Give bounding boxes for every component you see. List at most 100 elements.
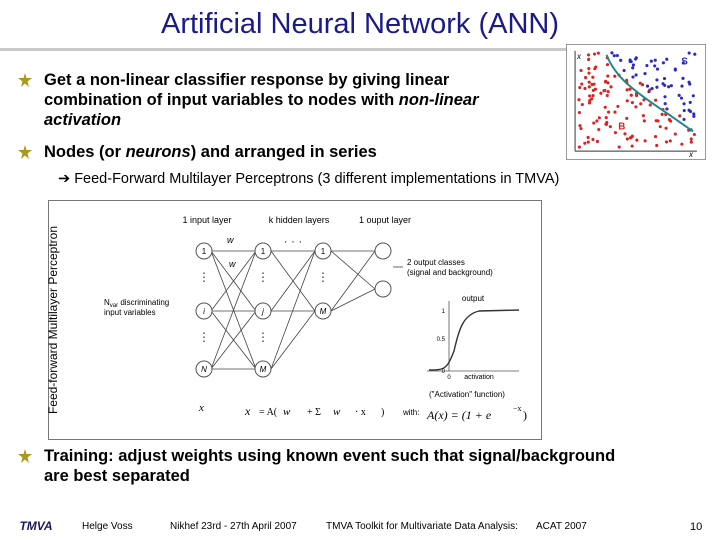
hidden-node-m1 (254, 360, 272, 378)
scatter-point-background (605, 63, 610, 67)
scatter-point-signal (610, 51, 614, 55)
scatter-point-signal (662, 76, 667, 81)
scatter-point-background (577, 98, 581, 102)
title-rule (0, 48, 600, 51)
bullet-star-icon (18, 449, 32, 463)
scatter-point-background (641, 114, 645, 118)
hidden2-node-mk (314, 302, 332, 320)
scatter-point-background (648, 88, 652, 92)
scatter-point-signal (687, 80, 691, 84)
scatter-point-signal (682, 108, 686, 113)
scatter-point-background (597, 116, 601, 120)
scatter-point-signal (634, 73, 638, 77)
scatter-point-background (613, 131, 618, 135)
scatter-point-background (625, 116, 629, 120)
hidden-node-1-label: 1 (261, 247, 266, 256)
input-node-n (195, 360, 213, 378)
scatter-point-background (630, 101, 634, 105)
scatter-plot-s-vs-b: x x S B (566, 44, 706, 160)
scatter-point-signal (682, 117, 686, 121)
scatter-point-background (579, 68, 583, 73)
footer-dates: Nikhef 23rd - 27th April 2007 (170, 521, 297, 532)
scatter-point-background (613, 110, 617, 114)
scatter-point-background (606, 81, 610, 85)
scatter-point-background (584, 76, 588, 80)
scatter-point-background (607, 110, 611, 114)
scatter-point-signal (619, 58, 623, 62)
page-title: Artificial Neural Network (ANN) (160, 8, 559, 40)
svg-text:−x: −x (513, 404, 522, 413)
ellipsis-icon: ⋮ (257, 330, 269, 344)
scatter-point-background (592, 82, 596, 86)
scatter-point-background (630, 134, 634, 138)
svg-text:x: x (244, 404, 251, 418)
output-node-2 (374, 280, 392, 298)
ellipsis-icon: ⋮ (317, 270, 329, 284)
plot-tick-y-mid: 0.5 (437, 337, 446, 343)
scatter-point-background (594, 65, 598, 69)
scatter-point-signal (612, 54, 616, 58)
scatter-point-signal (655, 67, 660, 71)
bullet-star-icon (18, 145, 32, 159)
scatter-point-background (578, 124, 582, 128)
weight-w-1j-label: w (227, 235, 234, 245)
ellipsis-icon: ⋮ (198, 330, 210, 344)
hidden2-node-1 (314, 242, 332, 260)
scatter-point-background (597, 127, 601, 132)
plot-tick-y-bot: 0 (442, 369, 446, 375)
scatter-point-background (639, 102, 643, 106)
scatter-point-signal (687, 51, 691, 55)
scatter-point-background (586, 135, 590, 140)
bullet-3-line-2: are best separated (44, 467, 190, 485)
input-description-line-1: Nvar discriminating (104, 298, 169, 309)
scatter-point-background (664, 126, 668, 130)
scatter-point-signal (653, 64, 657, 68)
weight-w-ij-label: w (229, 259, 236, 269)
activation-caption: ("Activation" function) (429, 390, 505, 399)
scatter-point-background (653, 135, 658, 139)
scatter-point-background (605, 120, 609, 125)
output-layer-label: 1 ouput layer (359, 215, 411, 225)
scatter-point-signal (628, 58, 632, 62)
input-layer-label: 1 input layer (182, 215, 231, 225)
scatter-point-background (634, 105, 638, 109)
scatter-point-background (689, 137, 693, 141)
hidden2-node-mk-label: M (320, 307, 327, 316)
scatter-point-signal (665, 107, 669, 111)
class-s-label: S (681, 57, 688, 68)
mlp-diagram-panel: 1 i N 1 j M 1 M ⋮ ⋮ ⋮ ⋮ ⋮ · · · w w 1 in… (48, 200, 542, 440)
scatter-point-signal (663, 102, 667, 106)
footer-conference: ACAT 2007 (536, 521, 587, 532)
hidden-node-m1-label: M (260, 365, 267, 374)
scatter-point-signal (663, 95, 667, 99)
scatter-point-background (587, 57, 591, 62)
input-node-n-label: N (201, 365, 207, 374)
scatter-point-background (587, 71, 591, 75)
scatter-point-background (640, 83, 645, 87)
scatter-point-background (604, 116, 608, 120)
scatter-point-background (586, 53, 591, 57)
scatter-point-signal (661, 61, 665, 65)
bullet-3-line-1: Training: adjust weights using known eve… (44, 447, 616, 465)
scatter-point-signal (650, 86, 654, 91)
scatter-point-background (680, 142, 684, 146)
svg-text:w: w (333, 406, 341, 418)
scatter-point-signal (677, 93, 681, 97)
scatter-point-background (579, 126, 583, 131)
ellipsis-icon: ⋮ (257, 270, 269, 284)
input-node-1-label: 1 (202, 247, 207, 256)
scatter-point-signal (655, 85, 659, 89)
scatter-point-background (587, 80, 591, 84)
scatter-point-background (692, 132, 696, 137)
ellipsis-icon: · · · (284, 234, 303, 248)
svg-text:+ Σ: + Σ (307, 407, 321, 418)
scatter-point-background (648, 103, 652, 107)
scatter-point-background (625, 99, 629, 103)
scatter-point-background (591, 75, 595, 79)
scatter-point-background (603, 88, 607, 92)
scatter-point-signal (692, 114, 696, 118)
scatter-point-background (668, 139, 672, 143)
hidden-node-j-label: j (261, 307, 264, 316)
sub-bullet-feed-forward: ➔ Feed-Forward Multilayer Perceptrons (3… (58, 171, 560, 187)
scatter-point-signal (681, 61, 685, 65)
